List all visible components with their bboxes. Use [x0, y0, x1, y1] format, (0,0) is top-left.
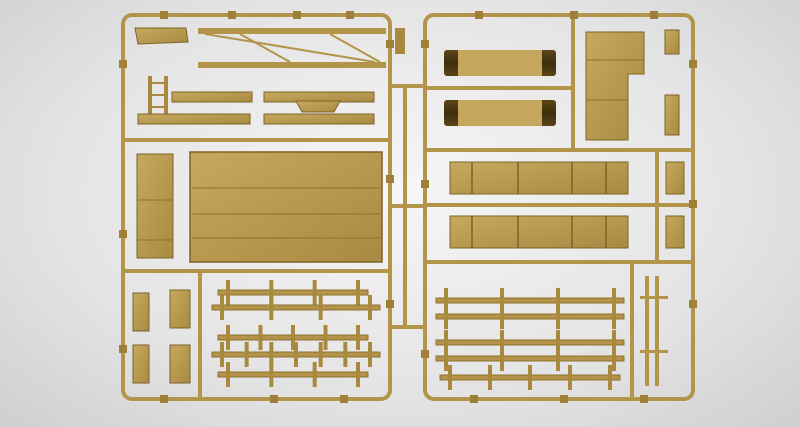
rail-peg — [356, 325, 360, 350]
rail-peg — [356, 362, 360, 387]
rail-peg — [220, 295, 224, 320]
rail-peg — [368, 295, 372, 320]
rail-peg — [556, 330, 560, 355]
rail-peg — [612, 346, 616, 371]
rail-peg — [356, 280, 360, 305]
rail-peg — [444, 288, 448, 313]
rail-peg — [556, 288, 560, 313]
right-slat-panels — [449, 161, 685, 249]
rail-peg — [500, 288, 504, 313]
rail-peg — [258, 325, 263, 350]
rail-peg — [269, 342, 274, 367]
rail-peg — [612, 304, 616, 329]
rail-peg — [368, 342, 372, 367]
rail-peg — [343, 342, 348, 367]
rail-peg — [269, 362, 274, 387]
rail-peg — [488, 365, 492, 390]
rail-peg — [226, 325, 230, 350]
right-sprue-frame — [423, 13, 695, 401]
rail-peg — [318, 342, 323, 367]
rail-peg — [500, 346, 504, 371]
rail-peg — [323, 325, 328, 350]
right-rail-parts — [435, 288, 625, 390]
rail-peg — [226, 362, 230, 387]
rail-peg — [226, 280, 230, 305]
rail — [435, 339, 625, 346]
rail-peg — [608, 365, 612, 390]
rail — [435, 297, 625, 304]
rail-peg — [500, 330, 504, 355]
rail-peg — [269, 280, 274, 305]
right-vertical-rails — [640, 276, 668, 386]
rail-peg — [291, 325, 295, 350]
rail-peg — [500, 304, 504, 329]
rail — [217, 371, 369, 378]
left-top-parts — [134, 27, 405, 125]
left-rail-parts — [211, 280, 381, 387]
right-frame-gates — [421, 11, 697, 403]
rail-peg — [528, 365, 532, 390]
rail-peg — [312, 280, 317, 305]
right-box-parts — [444, 50, 556, 126]
rail-peg — [612, 330, 616, 355]
left-bottom-blocks — [132, 289, 191, 384]
rail-peg — [312, 362, 317, 387]
rail — [211, 304, 381, 311]
rail — [217, 289, 369, 296]
left-large-plate — [136, 151, 383, 263]
right-top-plate — [585, 29, 680, 141]
rail-peg — [556, 304, 560, 329]
rail-peg — [220, 342, 224, 367]
rail-peg — [444, 346, 448, 371]
rail-peg — [269, 295, 274, 320]
left-frame-gates — [119, 11, 394, 403]
rail-peg — [444, 304, 448, 329]
rail — [435, 355, 625, 362]
rail-peg — [556, 346, 560, 371]
rail-peg — [612, 288, 616, 313]
rail-peg — [318, 295, 323, 320]
rail — [435, 313, 625, 320]
rail-peg — [568, 365, 572, 390]
rail-peg — [448, 365, 452, 390]
left-sprue-frame — [121, 13, 425, 401]
rail-peg — [444, 330, 448, 355]
rail-peg — [294, 342, 298, 367]
rail-peg — [244, 342, 249, 367]
